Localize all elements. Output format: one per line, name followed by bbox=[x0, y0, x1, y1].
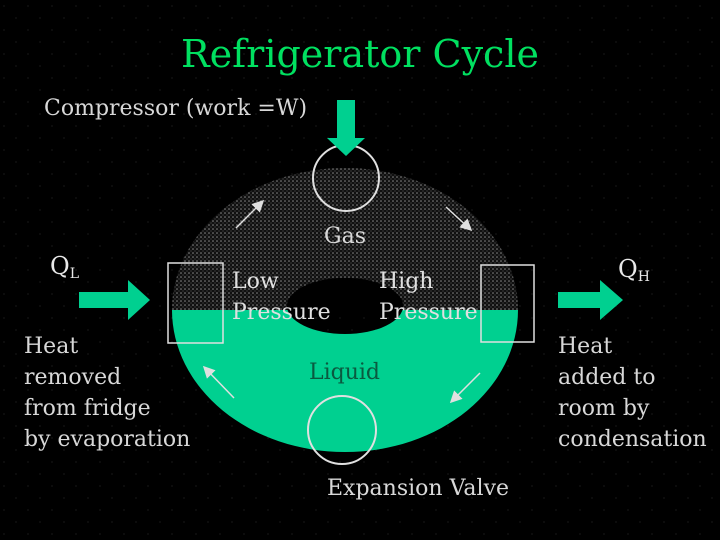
heat-added-label: Heat added to room by condensation bbox=[558, 334, 707, 452]
q-low-main: Q bbox=[50, 252, 70, 280]
q-high-label: QH bbox=[618, 255, 650, 285]
flow-arrow-down-right bbox=[445, 206, 473, 232]
expansion-valve-label: Expansion Valve bbox=[327, 476, 510, 501]
evaporator-box bbox=[167, 262, 224, 344]
heat-removed-label: Heat removed from fridge by evaporation bbox=[24, 334, 191, 452]
q-low-label: QL bbox=[50, 252, 79, 282]
q-high-main: Q bbox=[618, 255, 638, 283]
compressor-label: Compressor (work =W) bbox=[44, 96, 308, 121]
flow-arrow-up-left-lower bbox=[202, 365, 235, 399]
flow-arrow-down-left bbox=[449, 372, 481, 404]
flow-arrow-up-left bbox=[235, 199, 265, 229]
diagram-title: Refrigerator Cycle bbox=[181, 32, 539, 76]
liquid-label: Liquid bbox=[309, 360, 381, 385]
q-high-sub: H bbox=[637, 269, 650, 285]
low-pressure-label: Low Pressure bbox=[232, 269, 331, 325]
condenser-box bbox=[480, 264, 535, 343]
q-low-sub: L bbox=[69, 266, 79, 282]
expansion-valve-circle bbox=[307, 395, 377, 465]
gas-label: Gas bbox=[324, 224, 366, 249]
high-pressure-label: High Pressure bbox=[379, 269, 478, 325]
heat-in-arrow bbox=[79, 280, 150, 320]
work-input-arrow bbox=[327, 100, 365, 156]
liquid-region bbox=[172, 310, 518, 452]
heat-out-arrow bbox=[558, 280, 623, 320]
ring-hole bbox=[287, 278, 403, 310]
